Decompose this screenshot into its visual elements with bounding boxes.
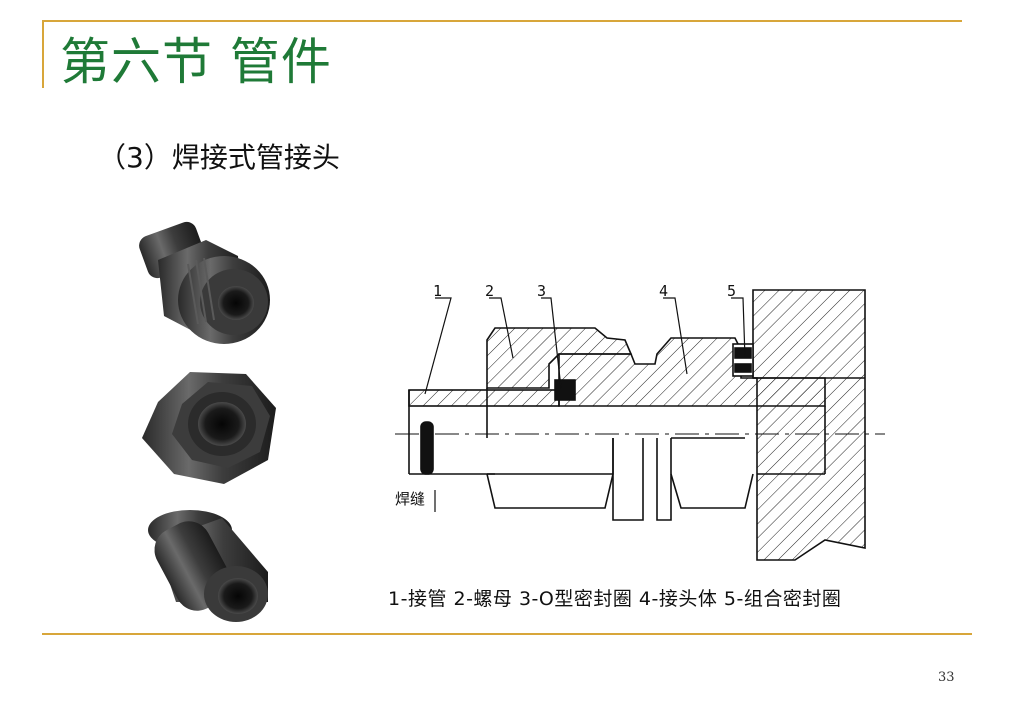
part-label-4: 4 bbox=[659, 282, 668, 300]
part-label-5: 5 bbox=[727, 282, 736, 300]
slide-subtitle: （3）焊接式管接头 bbox=[98, 141, 340, 174]
weld-label: 焊缝 bbox=[395, 490, 425, 508]
bottom-rule bbox=[42, 633, 972, 635]
wall-block bbox=[752, 289, 866, 561]
cross-section-drawing: 1 2 3 4 5 焊缝 bbox=[395, 282, 885, 561]
part-label-3: 3 bbox=[537, 282, 546, 300]
slide-title: 第六节 管件 bbox=[60, 33, 332, 91]
part-label-1: 1 bbox=[433, 282, 442, 300]
part-label-2: 2 bbox=[485, 282, 494, 300]
top-rule bbox=[42, 20, 962, 22]
weld-bead bbox=[420, 421, 434, 475]
figure-caption: 1-接管 2-螺母 3-O型密封圈 4-接头体 5-组合密封圈 bbox=[388, 588, 842, 610]
product-photos bbox=[139, 221, 276, 622]
left-rule bbox=[42, 20, 44, 88]
o-ring-seal bbox=[554, 379, 576, 401]
page-number: 33 bbox=[938, 670, 955, 685]
pipe-sleeve-photo bbox=[148, 510, 268, 622]
pipe-wall bbox=[408, 389, 560, 407]
connector-body-photo bbox=[139, 221, 270, 344]
hex-nut-photo bbox=[142, 372, 276, 484]
